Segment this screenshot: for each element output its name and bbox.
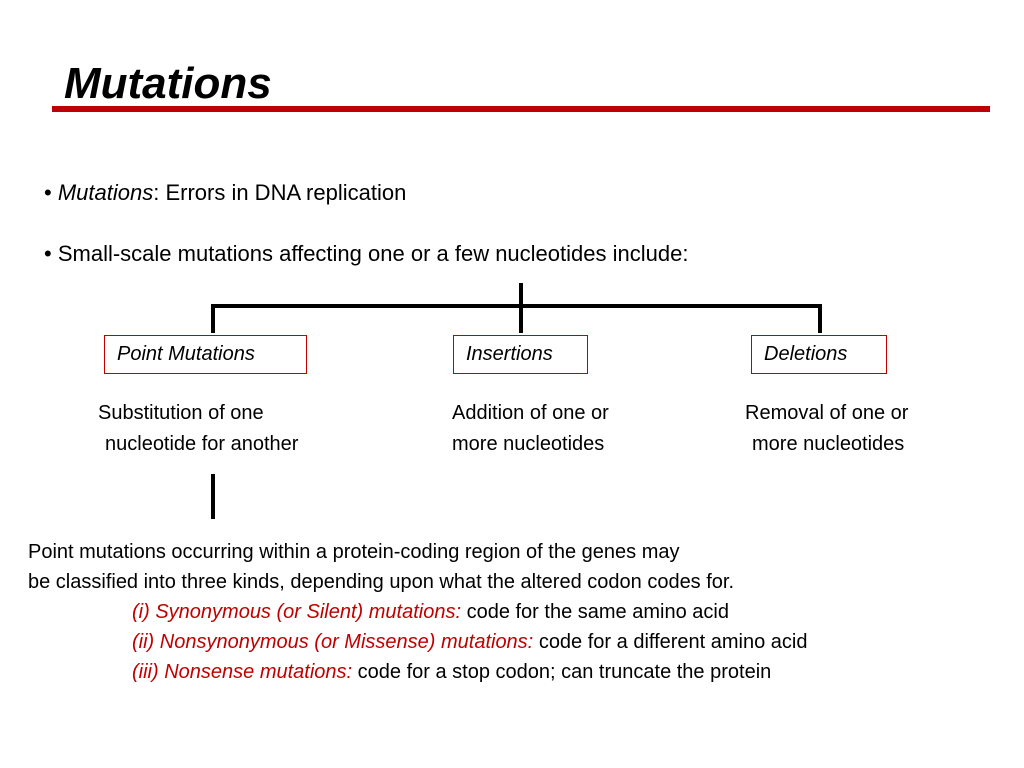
bullet-small-scale-text: Small-scale mutations affecting one or a… bbox=[57, 241, 689, 266]
description-line: Substitution of one bbox=[98, 402, 264, 424]
category-box-deletions: Deletions bbox=[751, 335, 887, 374]
description-line: Removal of one or bbox=[745, 402, 909, 424]
category-box-insertions: Insertions bbox=[453, 335, 588, 374]
kind-item-nonsynonymous: (ii) Nonsynonymous (or Missense) mutatio… bbox=[132, 627, 808, 657]
bullet-small-scale: • Small-scale mutations affecting one or… bbox=[44, 240, 688, 268]
kind-description: code for the same amino acid bbox=[466, 601, 729, 623]
kind-item-synonymous: (i) Synonymous (or Silent) mutations: co… bbox=[132, 597, 808, 627]
bullet-term: Mutations bbox=[57, 180, 154, 205]
kind-item-nonsense: (iii) Nonsense mutations: code for a sto… bbox=[132, 657, 808, 687]
description-line: more nucleotides bbox=[752, 433, 905, 455]
description-line: more nucleotides bbox=[452, 433, 605, 455]
title-underline bbox=[52, 106, 990, 112]
mutation-kinds-list: (i) Synonymous (or Silent) mutations: co… bbox=[132, 597, 808, 687]
bullet-definition-text: : Errors in DNA replication bbox=[153, 180, 407, 205]
point-mutations-paragraph: Point mutations occurring within a prote… bbox=[28, 537, 734, 597]
bullet-definition: • Mutations: Errors in DNA replication bbox=[44, 179, 406, 207]
tree-stem-point-mutations bbox=[211, 474, 215, 519]
paragraph-line: be classified into three kinds, dependin… bbox=[28, 571, 735, 593]
tree-branch-deletions bbox=[818, 304, 822, 333]
description-line: Addition of one or bbox=[452, 402, 609, 424]
description-point-mutations: Substitution of one nucleotide for anoth… bbox=[98, 398, 298, 460]
slide-title: Mutations bbox=[64, 59, 272, 108]
kind-name: (ii) Nonsynonymous (or Missense) mutatio… bbox=[132, 631, 534, 653]
kind-name: (i) Synonymous (or Silent) mutations: bbox=[132, 601, 462, 623]
bullet-marker: • bbox=[44, 241, 58, 266]
tree-branch-point-mutations bbox=[211, 304, 215, 333]
description-line: nucleotide for another bbox=[105, 433, 299, 455]
kind-name: (iii) Nonsense mutations: bbox=[132, 661, 353, 683]
bullet-marker: • bbox=[44, 180, 58, 205]
kind-description: code for a stop codon; can truncate the … bbox=[357, 661, 772, 683]
tree-stem-top bbox=[519, 283, 523, 307]
tree-branch-insertions bbox=[519, 304, 523, 333]
paragraph-line: Point mutations occurring within a prote… bbox=[28, 541, 680, 563]
description-deletions: Removal of one or more nucleotides bbox=[745, 398, 908, 460]
tree-horizontal-bar bbox=[212, 304, 822, 308]
description-insertions: Addition of one or more nucleotides bbox=[452, 398, 609, 460]
category-box-point-mutations: Point Mutations bbox=[104, 335, 307, 374]
kind-description: code for a different amino acid bbox=[538, 631, 808, 653]
